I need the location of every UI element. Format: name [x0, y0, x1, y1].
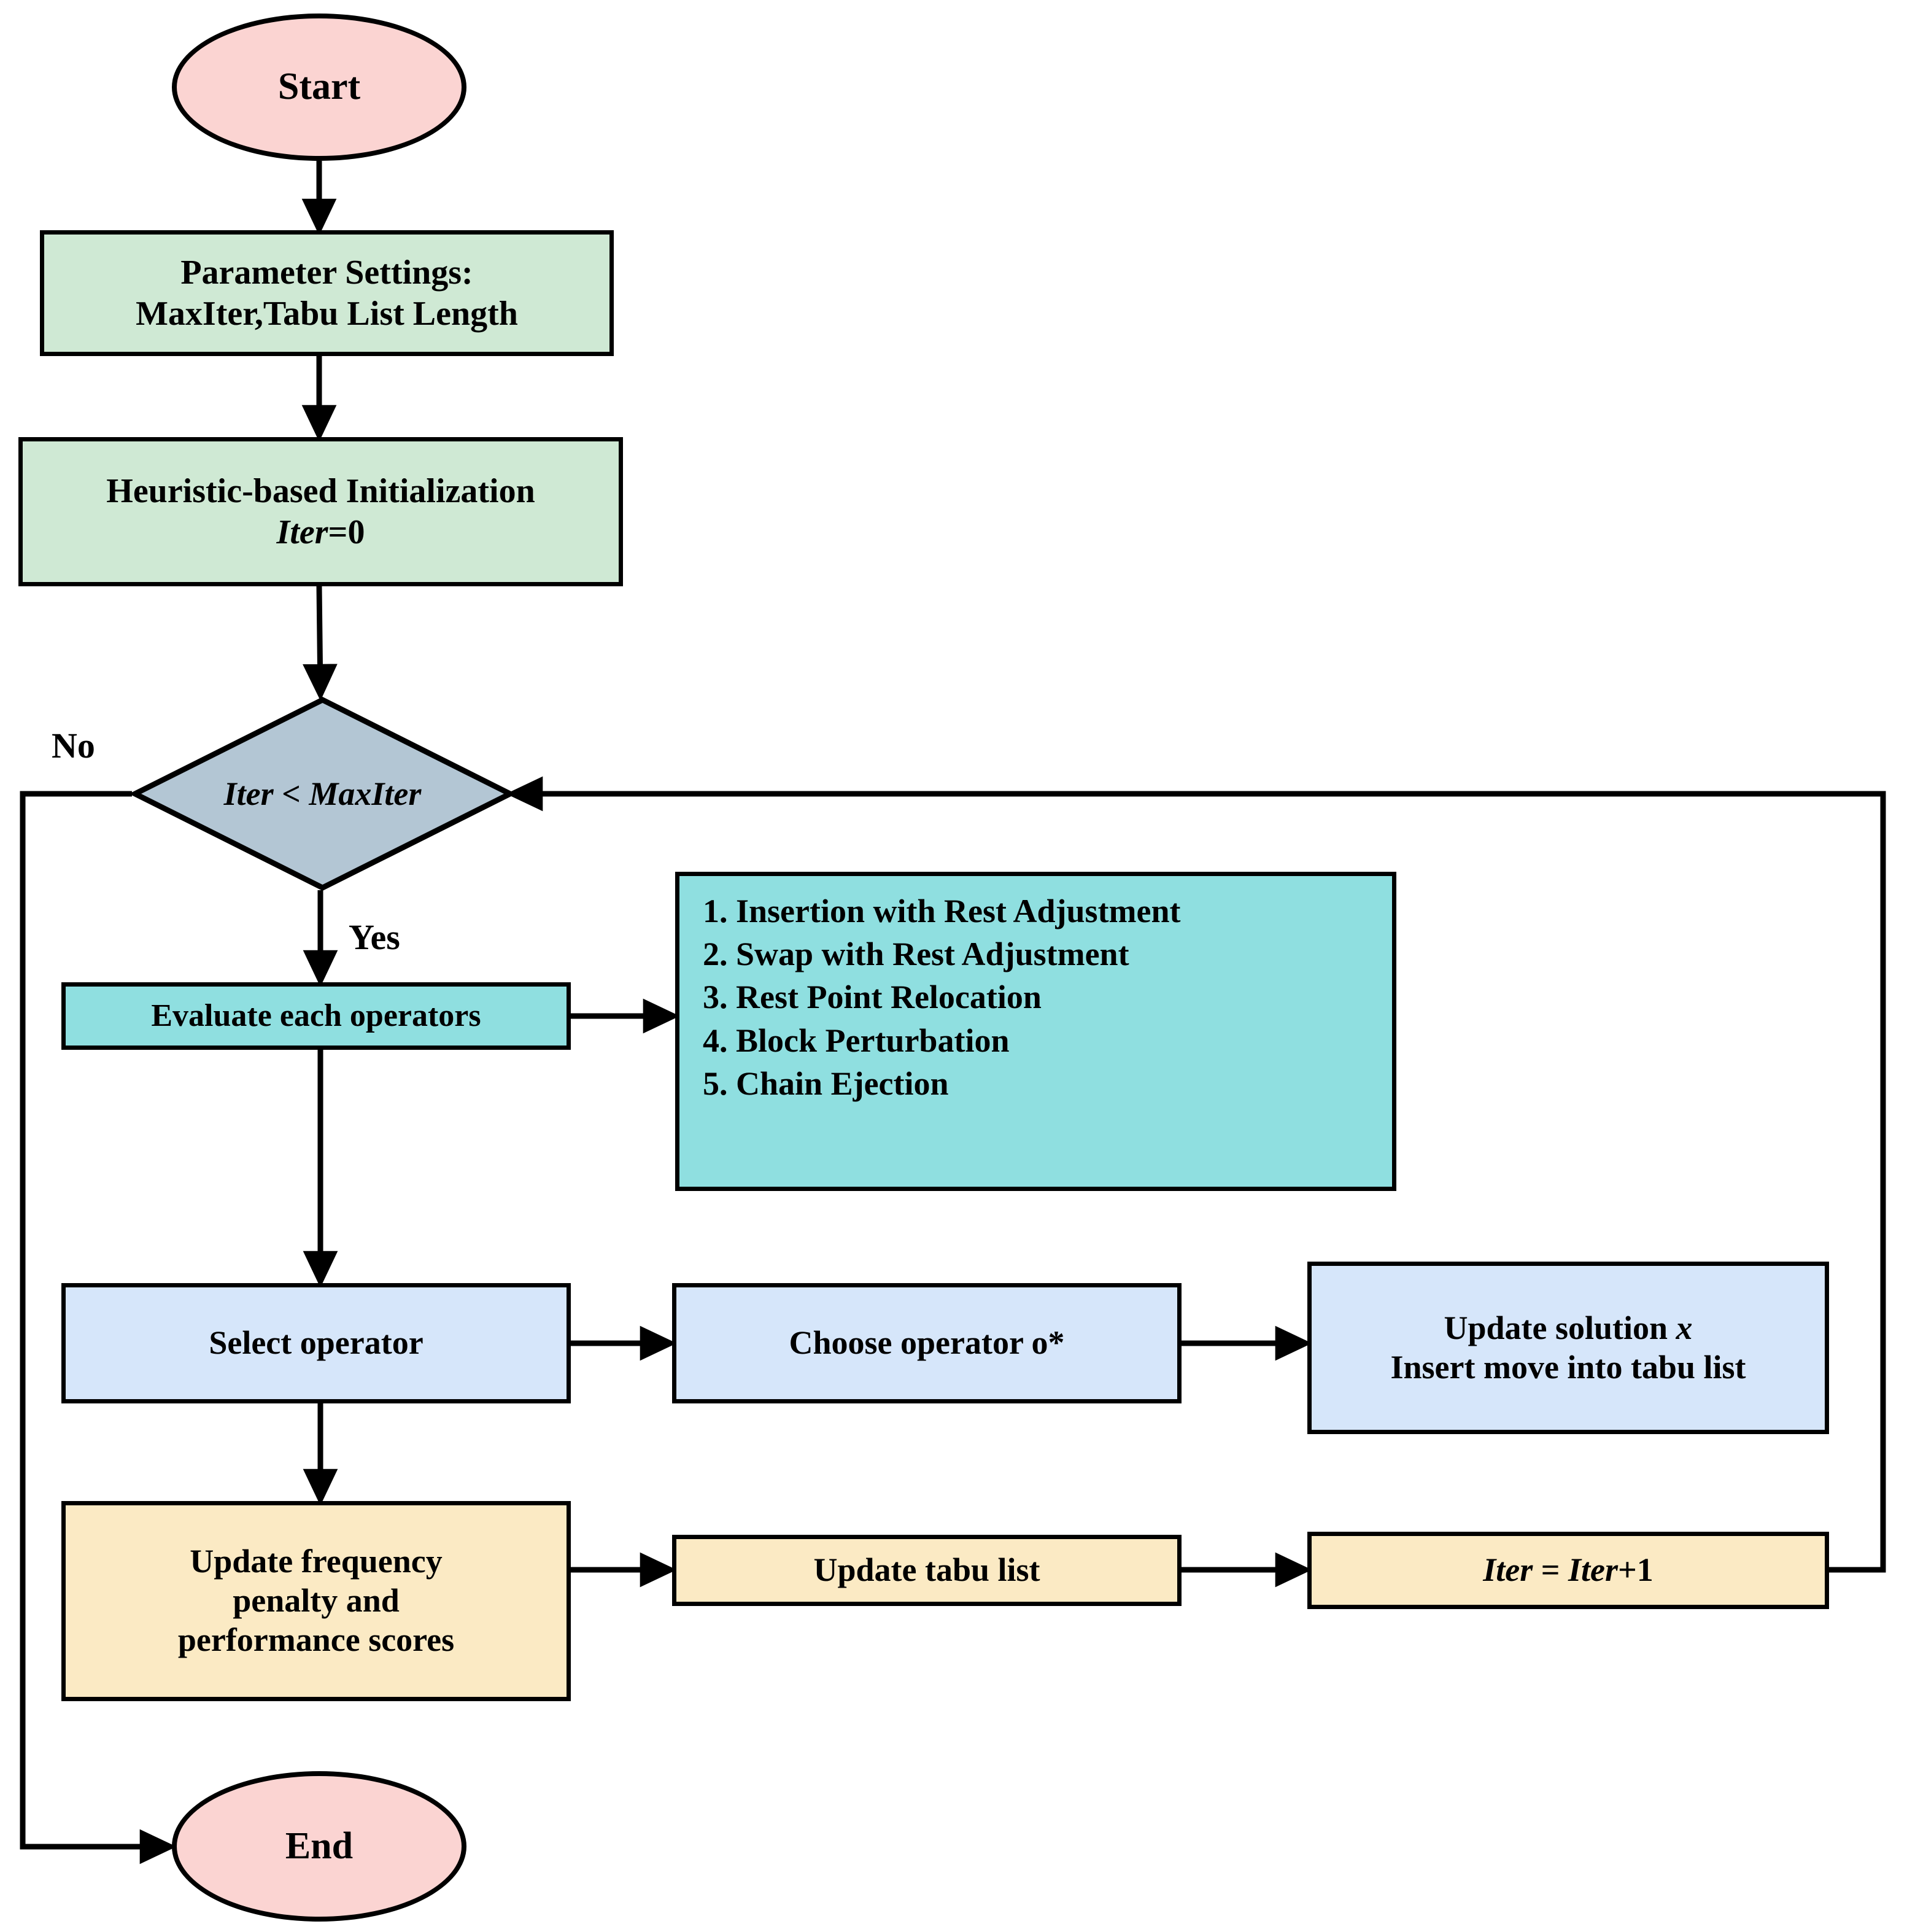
node-end-label: End	[285, 1825, 354, 1867]
node-choose-operator[interactable]: Choose operator o*	[672, 1283, 1182, 1403]
node-choose-operator-label: Choose operator o*	[789, 1324, 1065, 1362]
edge-initialization-to-decision	[303, 586, 338, 701]
node-parameter-settings-line1: Parameter Settings:	[180, 254, 473, 292]
node-update-tabu-list-label: Update tabu list	[813, 1551, 1040, 1589]
node-start[interactable]: Start	[172, 14, 466, 161]
node-end[interactable]: End	[172, 1771, 466, 1922]
node-evaluate-operators-label: Evaluate each operators	[151, 998, 481, 1034]
node-update-solution-line2: Insert move into tabu list	[1390, 1348, 1746, 1386]
operator-list-item-1: 1. Insertion with Rest Adjustment	[703, 893, 1181, 929]
node-parameter-settings[interactable]: Parameter Settings: MaxIter,Tabu List Le…	[40, 230, 614, 356]
node-select-operator[interactable]: Select operator	[61, 1283, 571, 1403]
node-increment-iter-var1: Iter	[1483, 1551, 1533, 1589]
node-parameter-settings-line2: MaxIter,Tabu List Length	[136, 294, 518, 333]
node-decision-iter-less-maxiter[interactable]: Iter < MaxIter	[128, 696, 517, 891]
edge-decision-no-to-end	[20, 791, 177, 1864]
edge-label-yes: Yes	[349, 917, 400, 958]
node-update-tabu-list[interactable]: Update tabu list	[672, 1535, 1182, 1606]
node-update-frequency-line2: penalty and	[233, 1582, 400, 1620]
edge-label-yes-text: Yes	[349, 917, 400, 957]
operator-list-item-3: 3. Rest Point Relocation	[703, 979, 1042, 1016]
node-update-solution-variable: x	[1676, 1309, 1693, 1346]
operator-list-item-4: 4. Block Perturbation	[703, 1022, 1010, 1059]
node-initialization[interactable]: Heuristic-based Initialization Iter=0	[18, 437, 623, 586]
node-update-frequency[interactable]: Update frequency penalty and performance…	[61, 1501, 571, 1701]
decision-shape	[128, 696, 517, 891]
node-increment-iter-operator: =	[1533, 1551, 1568, 1589]
node-start-label: Start	[277, 66, 361, 108]
node-update-solution[interactable]: Update solution x Insert move into tabu …	[1307, 1262, 1829, 1434]
node-evaluate-operators[interactable]: Evaluate each operators	[61, 982, 571, 1050]
node-decision-label-wrap: Iter < MaxIter	[132, 697, 513, 891]
node-initialization-line1: Heuristic-based Initialization	[106, 472, 535, 511]
operator-list-item-5: 5. Chain Ejection	[703, 1065, 949, 1102]
edge-label-no-text: No	[52, 726, 95, 766]
operator-list-item-2: 2. Swap with Rest Adjustment	[703, 936, 1129, 973]
node-update-frequency-line1: Update frequency	[190, 1543, 443, 1580]
node-select-operator-label: Select operator	[209, 1324, 424, 1362]
edge-loop-back-to-decision	[506, 776, 1886, 1573]
node-update-frequency-line3: performance scores	[177, 1621, 455, 1658]
node-initialization-iter-value: =0	[328, 513, 365, 551]
node-increment-iter-var2: Iter	[1568, 1551, 1618, 1589]
node-decision-label: Iter < MaxIter	[223, 775, 422, 812]
node-update-solution-line1-prefix: Update solution	[1444, 1309, 1676, 1346]
edge-label-no: No	[52, 725, 95, 766]
node-increment-iter[interactable]: Iter = Iter+1	[1307, 1532, 1829, 1609]
node-initialization-iter-var: Iter	[276, 513, 328, 551]
node-increment-iter-suffix: +1	[1618, 1551, 1654, 1589]
node-operator-list[interactable]: 1. Insertion with Rest Adjustment 2. Swa…	[675, 872, 1396, 1191]
